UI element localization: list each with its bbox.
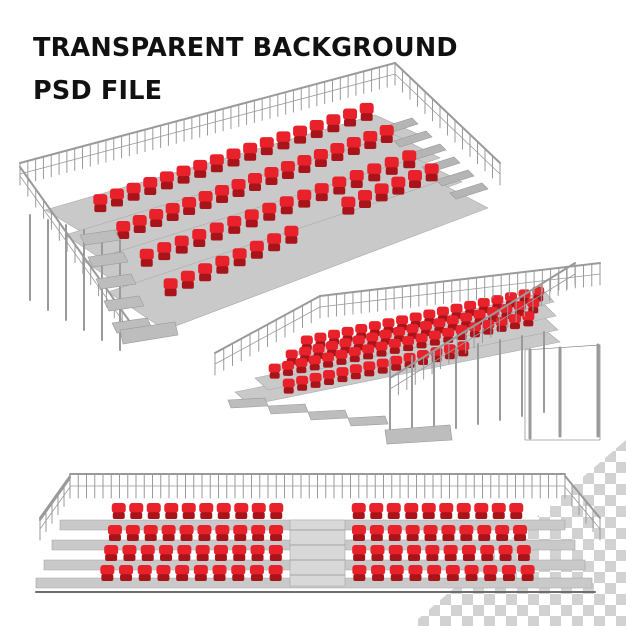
headline-line1: TRANSPARENT BACKGROUND	[33, 33, 458, 63]
grandstand-top	[19, 62, 501, 351]
headline-line2: PSD FILE	[33, 76, 163, 106]
grandstand-middle	[214, 262, 601, 445]
grandstand-bottom	[35, 473, 601, 593]
